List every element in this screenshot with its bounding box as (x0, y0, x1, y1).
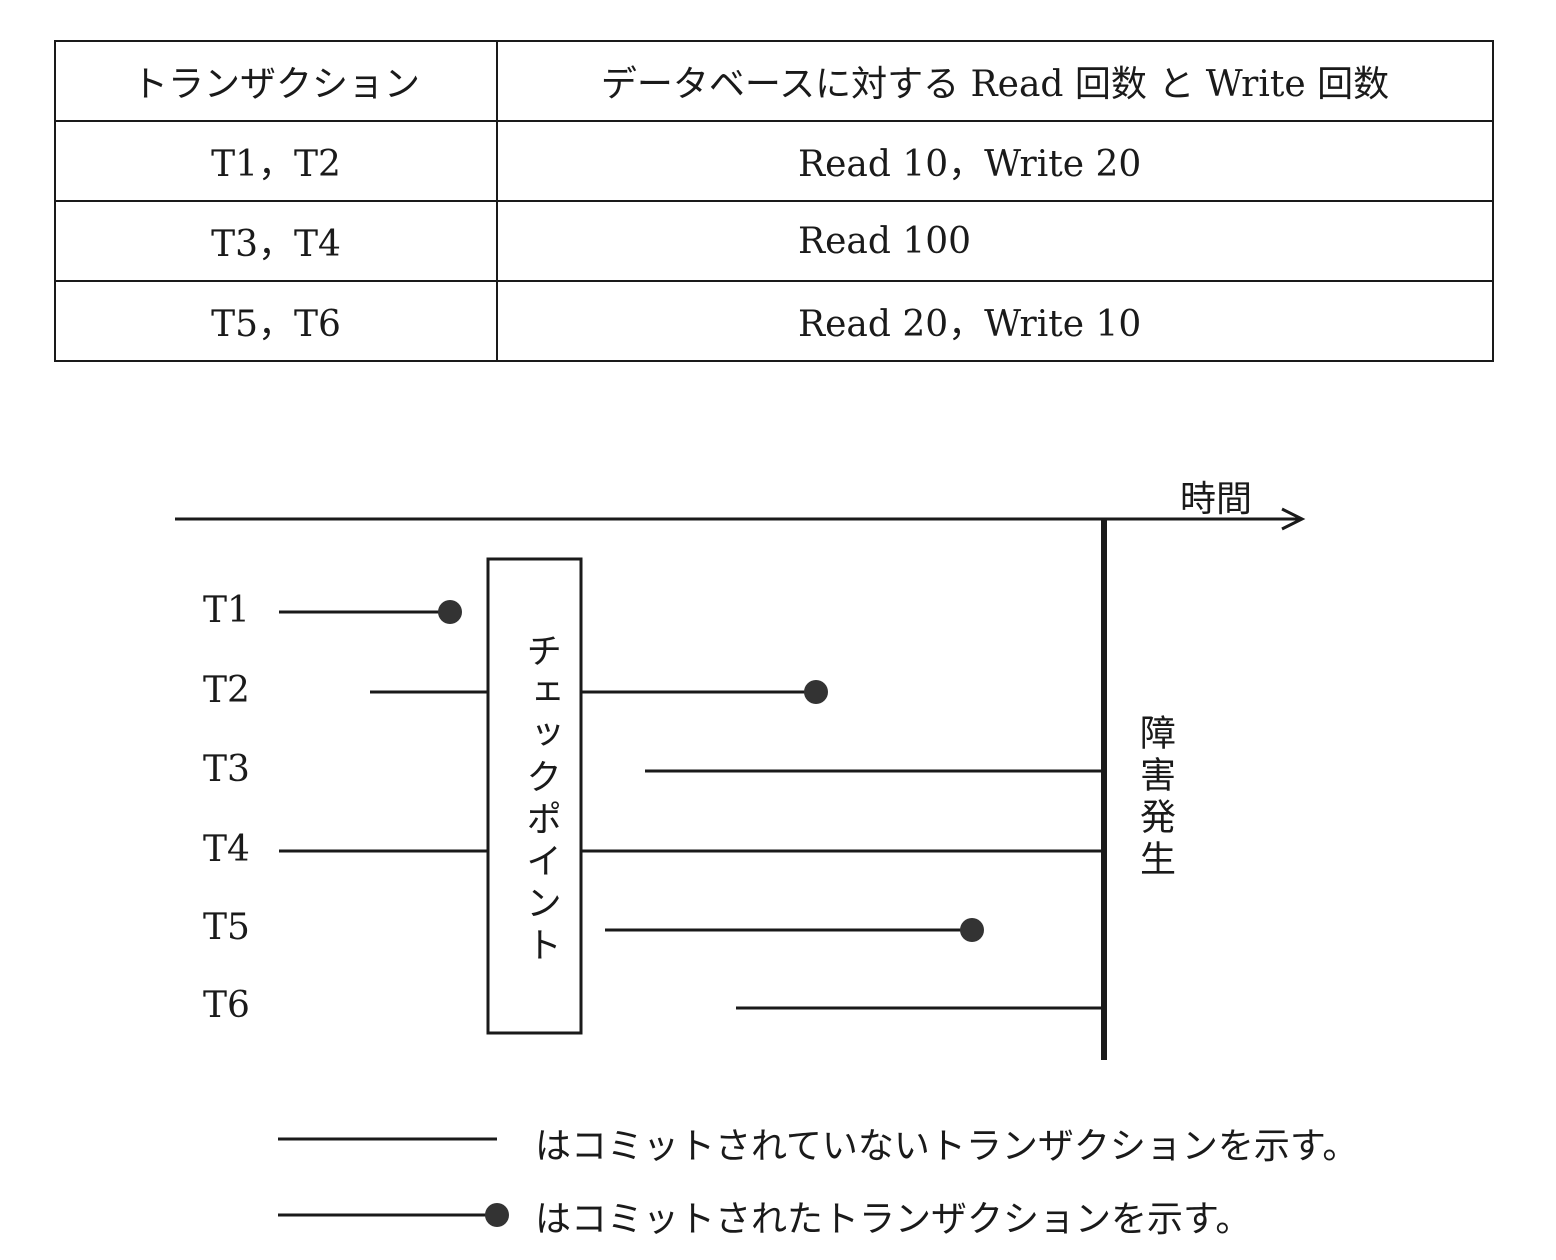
cell-operations: Read 10，Write 20 (496, 120, 1494, 202)
header-read-write: データベースに対する Read 回数 と Write 回数 (496, 40, 1494, 122)
transaction-table: トランザクション データベースに対する Read 回数 と Write 回数 T… (54, 40, 1494, 362)
transaction-label: T4 (203, 829, 250, 870)
cell-operations: Read 100 (496, 200, 1494, 282)
transaction-label: T3 (203, 749, 250, 790)
commit-dot-t1 (438, 600, 462, 624)
checkpoint-box (486, 557, 583, 1035)
cell-transactions: T5，T6 (54, 280, 498, 362)
table-header-row: トランザクション データベースに対する Read 回数 と Write 回数 (54, 40, 1494, 122)
legend-commit-dot (485, 1203, 509, 1227)
cell-transactions: T1，T2 (54, 120, 498, 202)
cell-transactions: T3，T4 (54, 200, 498, 282)
header-transaction: トランザクション (54, 40, 498, 122)
commit-dot-t2 (804, 680, 828, 704)
transaction-label: T2 (203, 670, 250, 711)
legend-uncommitted-text: はコミットされていないトランザクションを示す。 (535, 1126, 1359, 1167)
time-axis-arrowhead (1281, 507, 1306, 531)
transaction-label: T6 (203, 985, 250, 1026)
checkpoint-label: チェックポイント (520, 632, 561, 968)
commit-dot-t5 (960, 918, 984, 942)
transaction-label: T1 (203, 590, 250, 631)
time-axis-label: 時間 (1180, 479, 1253, 520)
transaction-label: T5 (203, 907, 250, 948)
table-row: T3，T4 Read 100 (54, 200, 1494, 282)
table-row: T5，T6 Read 20，Write 10 (54, 280, 1494, 362)
cell-operations: Read 20，Write 10 (496, 280, 1494, 362)
failure-label: 障害発生 (1134, 714, 1175, 882)
legend-committed-text: はコミットされたトランザクションを示す。 (535, 1199, 1252, 1240)
table-row: T1，T2 Read 10，Write 20 (54, 120, 1494, 202)
